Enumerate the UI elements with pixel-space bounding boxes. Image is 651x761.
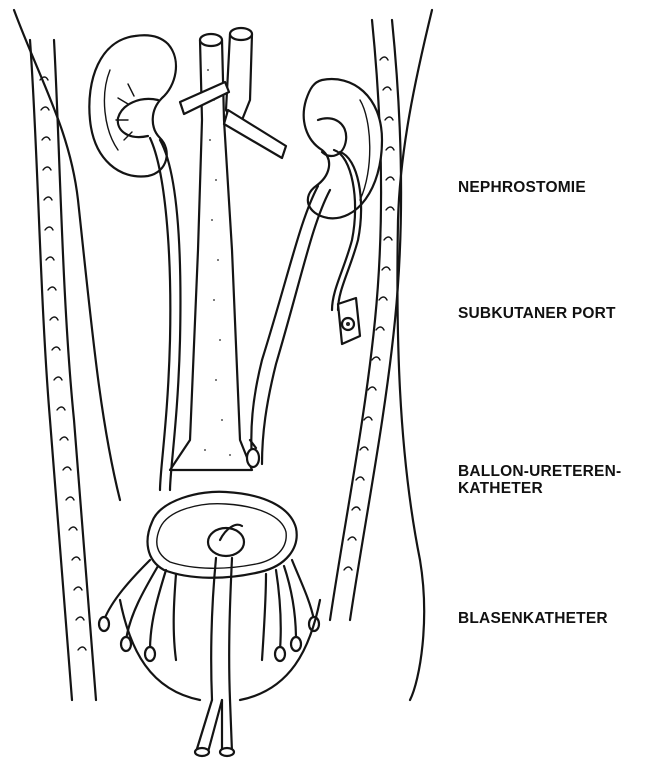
bladder xyxy=(148,492,297,578)
label-ballon-ureteren-line1: BALLON-URETEREN- xyxy=(458,463,621,480)
label-ballon-ureteren-line2: KATHETER xyxy=(458,480,543,497)
label-nephrostomie: NEPHROSTOMIE xyxy=(458,179,586,196)
label-blasenkatheter: BLASENKATHETER xyxy=(458,610,608,627)
bladder-catheter xyxy=(195,558,234,756)
right-pelvic-branches xyxy=(262,560,319,661)
left-pelvic-branches xyxy=(99,560,176,661)
left-kidney xyxy=(89,35,180,490)
subcutaneous-port xyxy=(338,298,360,344)
balloon-ureteral-catheter xyxy=(247,440,259,467)
label-subkutaner-port: SUBKUTANER PORT xyxy=(458,305,616,322)
